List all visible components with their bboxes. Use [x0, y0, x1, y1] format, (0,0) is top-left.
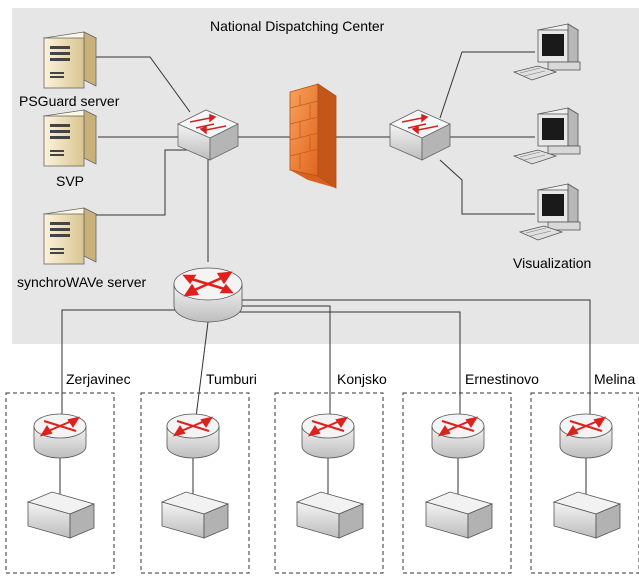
device-box-icon: [424, 491, 494, 539]
link-synchrowave-switch: [95, 149, 190, 216]
link-router-ernestinovo: [240, 311, 461, 425]
computer-icon: [512, 23, 581, 81]
end-device-melina: [552, 491, 622, 539]
router-icon: [166, 413, 220, 459]
server-icon: [42, 207, 98, 265]
end-device-zerjavinec: [26, 491, 96, 539]
link-router-melina: [240, 299, 591, 425]
router-icon: [431, 413, 485, 459]
network-switch-right: [389, 109, 451, 161]
connection-lines: [59, 51, 591, 495]
router-icon: [33, 413, 87, 459]
substation-box-konjsko: [274, 392, 384, 574]
substation-label-tumburi: Tumburi: [206, 371, 257, 387]
server-psguard: [42, 31, 98, 89]
device-box-icon: [295, 491, 365, 539]
substation-router-melina: [559, 413, 613, 459]
router-icon: [301, 413, 355, 459]
center-title: National Dispatching Center: [210, 18, 385, 34]
end-device-konjsko: [295, 491, 365, 539]
link-switch2-ws1: [439, 51, 535, 119]
substation-box-zerjavinec: [5, 392, 115, 574]
link-switch2-ws3: [439, 159, 535, 215]
server-label-svp: SVP: [56, 173, 84, 189]
link-router-tumburi: [194, 321, 209, 426]
server-icon: [42, 109, 98, 167]
server-label-synchrowave: synchroWAVe server: [17, 274, 146, 290]
link-router-zerjavinec: [61, 309, 175, 425]
substation-router-tumburi: [166, 413, 220, 459]
substation-box-ernestinovo: [402, 392, 512, 574]
substation-label-zerjavinec: Zerjavinec: [66, 371, 131, 387]
router-icon: [173, 267, 243, 323]
server-icon: [42, 31, 98, 89]
substation-router-zerjavinec: [33, 413, 87, 459]
router-icon: [559, 413, 613, 459]
device-box-icon: [160, 491, 230, 539]
firewall-icon: [289, 83, 337, 189]
central-router: [173, 267, 243, 323]
link-router-konjsko: [240, 305, 331, 425]
workstation-1: [512, 23, 581, 81]
substation-router-konjsko: [301, 413, 355, 459]
computer-icon: [512, 107, 581, 165]
server-svp: [42, 109, 98, 167]
substation-router-ernestinovo: [431, 413, 485, 459]
network-switch-left: [177, 109, 239, 161]
substation-box-tumburi: [140, 392, 250, 574]
server-label-psguard: PSGuard server: [19, 93, 120, 109]
substation-box-melina: [530, 392, 639, 574]
server-synchrowave: [42, 207, 98, 265]
substation-boxes: [5, 392, 639, 574]
end-device-ernestinovo: [424, 491, 494, 539]
workstation-3: [518, 183, 581, 241]
network-switch-icon: [389, 109, 451, 161]
computer-icon: [518, 183, 581, 241]
workstation-2: [512, 107, 581, 165]
substation-label-konjsko: Konjsko: [337, 371, 387, 387]
link-psguard-switch: [92, 56, 191, 113]
substation-label-ernestinovo: Ernestinovo: [465, 371, 539, 387]
device-box-icon: [552, 491, 622, 539]
substation-label-melina: Melina: [594, 371, 635, 387]
network-switch-icon: [177, 109, 239, 161]
visualization-label: Visualization: [513, 255, 591, 271]
device-box-icon: [26, 491, 96, 539]
end-device-tumburi: [160, 491, 230, 539]
firewall: [289, 83, 337, 189]
